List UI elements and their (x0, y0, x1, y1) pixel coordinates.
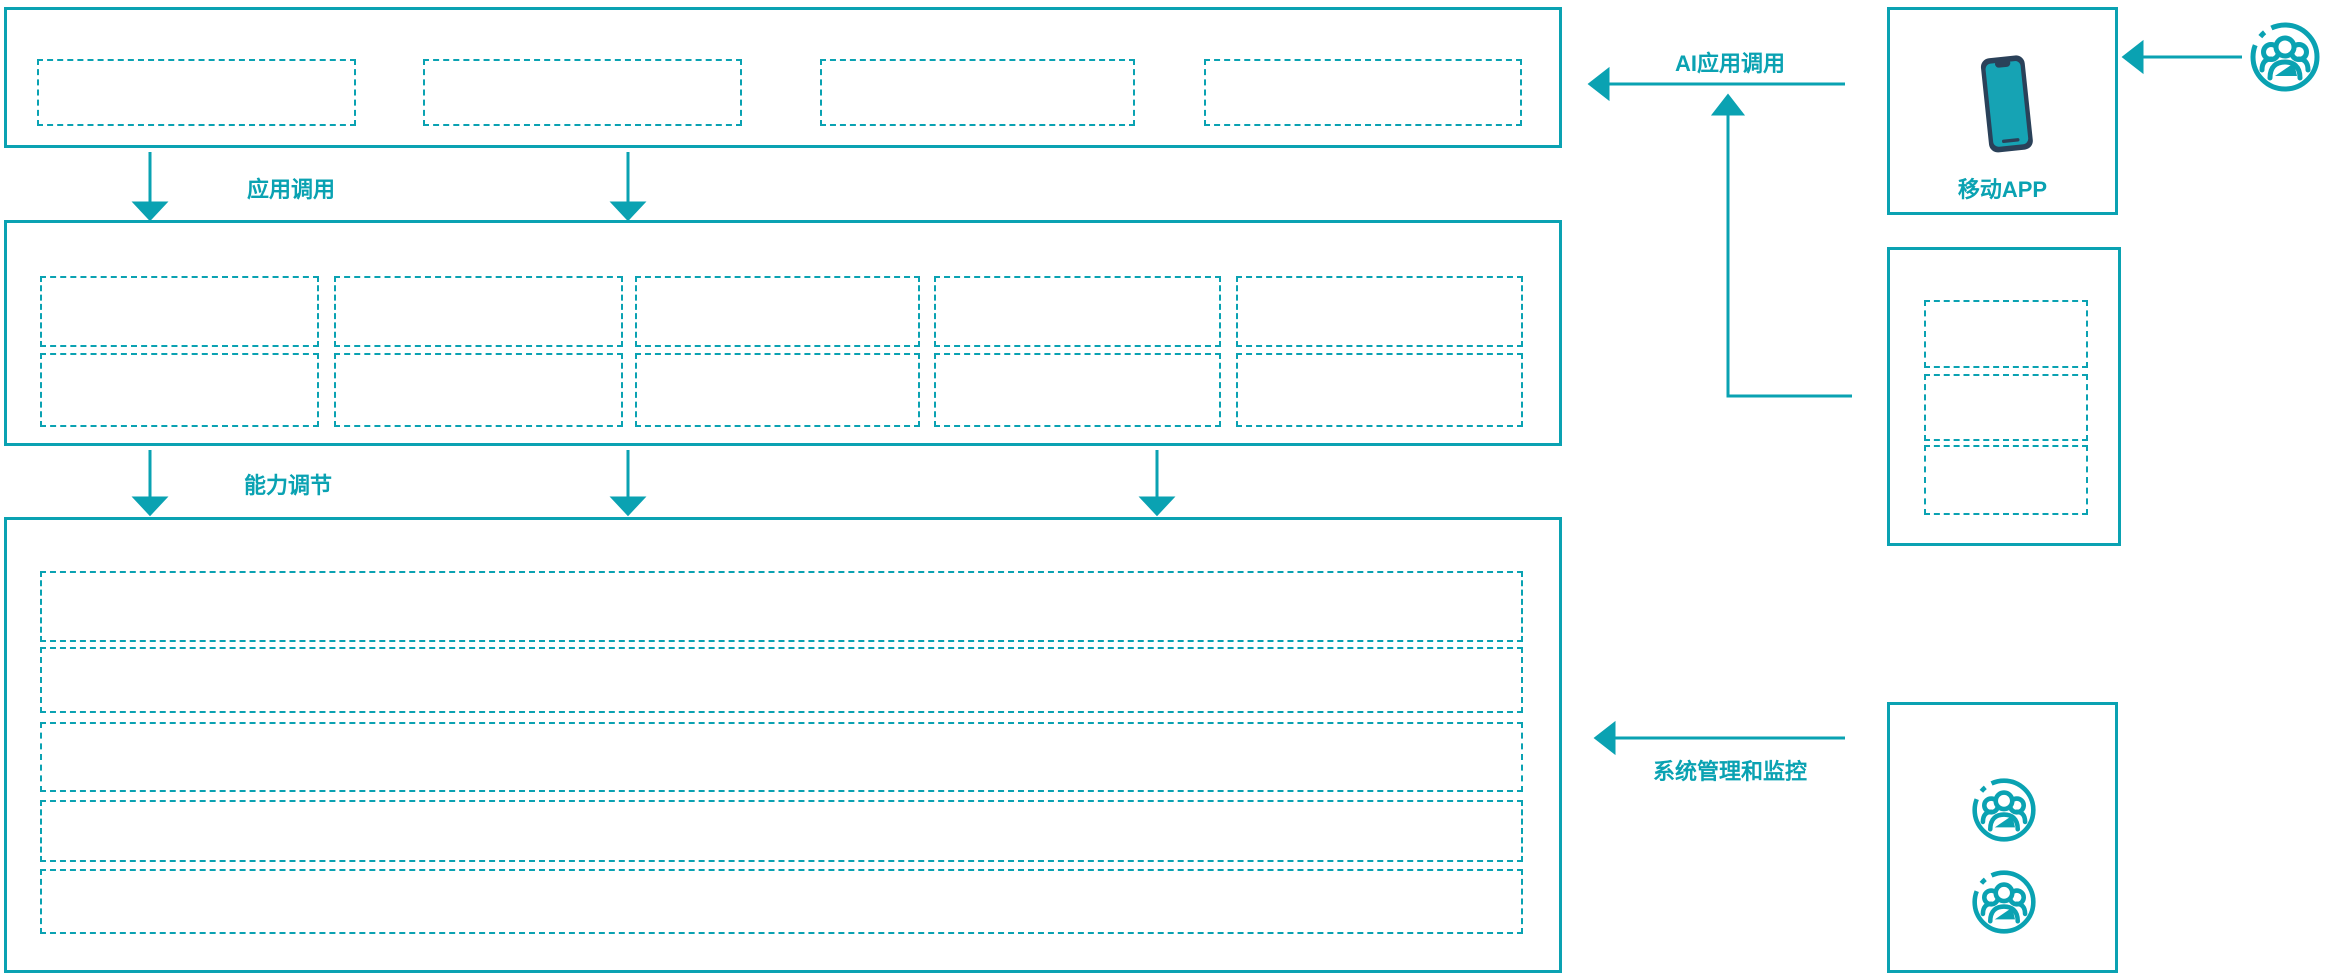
side-services-box (1887, 247, 2121, 546)
placeholder-box (334, 353, 623, 427)
placeholder-box (37, 59, 356, 126)
placeholder-box (1924, 445, 2088, 515)
placeholder-box (1236, 353, 1523, 427)
system-mgmt-label: 系统管理和监控 (1652, 759, 1807, 784)
placeholder-box (635, 353, 920, 427)
placeholder-box (820, 59, 1135, 126)
placeholder-row (40, 800, 1523, 862)
users-group-icon (1971, 869, 2037, 935)
placeholder-box (934, 276, 1221, 347)
placeholder-box (40, 353, 319, 427)
placeholder-box (423, 59, 742, 126)
placeholder-box (40, 276, 319, 347)
placeholder-row (40, 647, 1523, 713)
placeholder-box (934, 353, 1221, 427)
users-group-icon (1971, 777, 2037, 843)
top-application-container (4, 7, 1562, 148)
elbow-up-arrow (1726, 114, 1852, 398)
mobile-app-label: 移动APP (1957, 177, 2048, 202)
mobile-phone-icon (1968, 50, 2046, 160)
mobile-app-box: 移动APP (1887, 7, 2118, 215)
admin-monitor-box (1887, 702, 2118, 973)
placeholder-box (1204, 59, 1522, 126)
capability-adjust-label: 能力调节 (243, 473, 332, 498)
placeholder-box (1924, 300, 2088, 368)
placeholder-row (40, 722, 1523, 792)
app-call-label: 应用调用 (246, 177, 335, 202)
placeholder-row (40, 571, 1523, 642)
placeholder-box (635, 276, 920, 347)
bottom-platform-container (4, 517, 1562, 973)
ai-app-call-label: AI应用调用 (1674, 51, 1785, 76)
placeholder-box (334, 276, 623, 347)
placeholder-box (1236, 276, 1523, 347)
placeholder-box (1924, 374, 2088, 441)
placeholder-row (40, 869, 1523, 934)
users-group-icon (2249, 21, 2321, 93)
middle-capability-container (4, 220, 1562, 446)
